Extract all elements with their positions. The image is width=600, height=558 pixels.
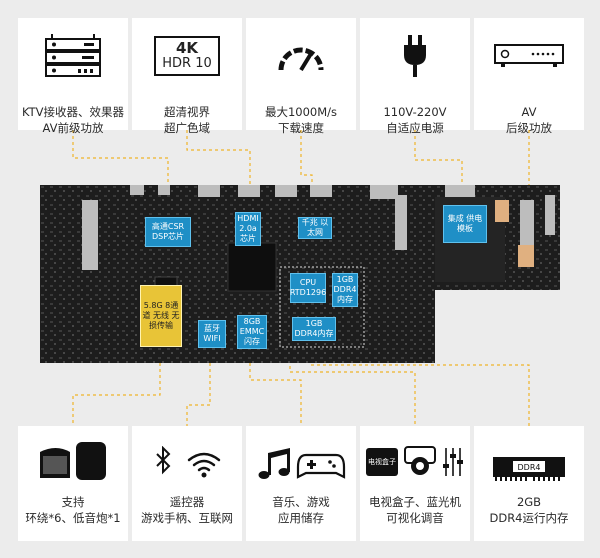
ddr4-badge-text: DDR4: [518, 463, 541, 472]
chip-emmc: 8GB EMMC 闪存: [237, 315, 267, 349]
av-amplifier-icon: [474, 32, 584, 80]
feature-label: 支持环绕*6、低音炮*1: [25, 495, 121, 525]
feature-label: 超清视界超广色域: [164, 105, 210, 135]
chip-cpu: CPU RTD1296: [290, 273, 326, 303]
ddr4-memory-icon: DDR4: [474, 444, 584, 492]
av-receiver-icon: [18, 32, 128, 80]
chip-hdmi: HDMI 2.0a 芯片: [235, 212, 261, 246]
feature-label: 音乐、游戏应用储存: [272, 495, 330, 525]
feature-label: 电视盒子、蓝光机可视化调音: [369, 495, 461, 525]
feature-card-tvbox: 电视盒子 电视盒子、蓝光机可视化调音: [360, 426, 470, 541]
chip-bluetooth: 蓝牙 WIFI: [198, 320, 226, 348]
music-gamepad-icon: [246, 440, 356, 488]
feature-card-remote: 遥控器游戏手柄、互联网: [132, 426, 242, 541]
speaker-icon: [18, 436, 128, 484]
4k-hdr-icon: 4K HDR 10: [132, 32, 242, 80]
feature-card-surround: 支持环绕*6、低音炮*1: [18, 426, 128, 541]
chip-ddr4-a: 1GB DDR4 内存: [332, 273, 358, 307]
circuit-board: 高通CSR DSP芯片 HDMI 2.0a 芯片 千兆 以太网 集成 供电模板 …: [40, 185, 560, 365]
badge-4k: 4K: [175, 39, 199, 57]
chip-ddr4-b: 1GB DDR4内存: [292, 317, 336, 341]
bluetooth-wifi-icon: [132, 440, 242, 488]
speedometer-icon: [246, 32, 356, 80]
tvbox-badge: 电视盒子: [366, 448, 398, 476]
chip-wireless: 5.8G 8通道 无线 无损传输: [140, 285, 182, 347]
power-plug-icon: [360, 32, 470, 80]
feature-label: 遥控器游戏手柄、互联网: [141, 495, 233, 525]
badge-hdr: HDR 10: [162, 56, 212, 71]
chip-ethernet: 千兆 以太网: [298, 217, 332, 239]
tvbox-projector-icon: 电视盒子: [360, 438, 470, 486]
chip-csr: 高通CSR DSP芯片: [145, 217, 191, 247]
feature-card-4k: 4K HDR 10 超清视界超广色域: [132, 18, 242, 135]
chip-power: 集成 供电模板: [443, 205, 487, 243]
feature-card-storage: 音乐、游戏应用储存: [246, 426, 356, 541]
